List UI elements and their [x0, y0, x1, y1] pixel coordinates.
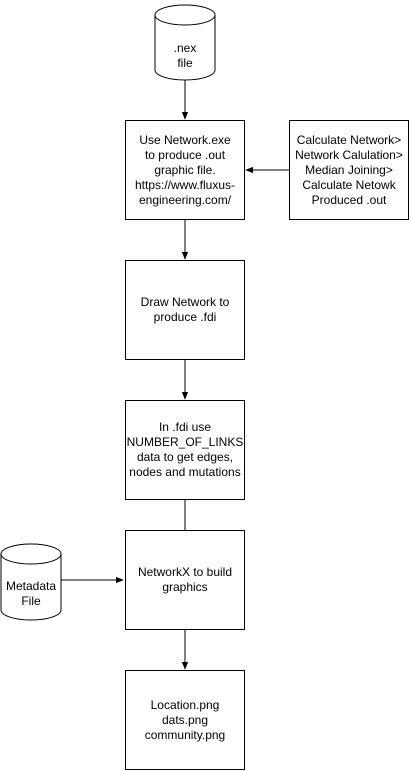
outputs-box: Location.png dats.png community.png [125, 670, 245, 770]
calculate-network-box: Calculate Network> Network Calulation> M… [289, 120, 409, 220]
fdi-links-text: In .fdi use NUMBER_OF_LINKS data to get … [126, 420, 244, 479]
calculate-network-text: Calculate Network> Network Calulation> M… [295, 132, 403, 207]
networkx-text: NetworkX to build graphics [137, 565, 233, 594]
metadata-file-label: Metadata File [5, 579, 57, 608]
use-network-box: Use Network.exe to produce .out graphic … [125, 120, 245, 220]
networkx-box: NetworkX to build graphics [125, 530, 245, 630]
use-network-text: Use Network.exe to produce .out graphic … [134, 132, 236, 207]
metadata-file-cylinder [0, 543, 62, 621]
nex-file-label: .nex file [173, 41, 197, 70]
fdi-links-box: In .fdi use NUMBER_OF_LINKS data to get … [125, 400, 245, 500]
draw-network-box: Draw Network to produce .fdi [125, 260, 245, 360]
outputs-text: Location.png dats.png community.png [144, 697, 226, 742]
nex-file-cylinder [154, 4, 216, 81]
draw-network-text: Draw Network to produce .fdi [140, 295, 230, 324]
